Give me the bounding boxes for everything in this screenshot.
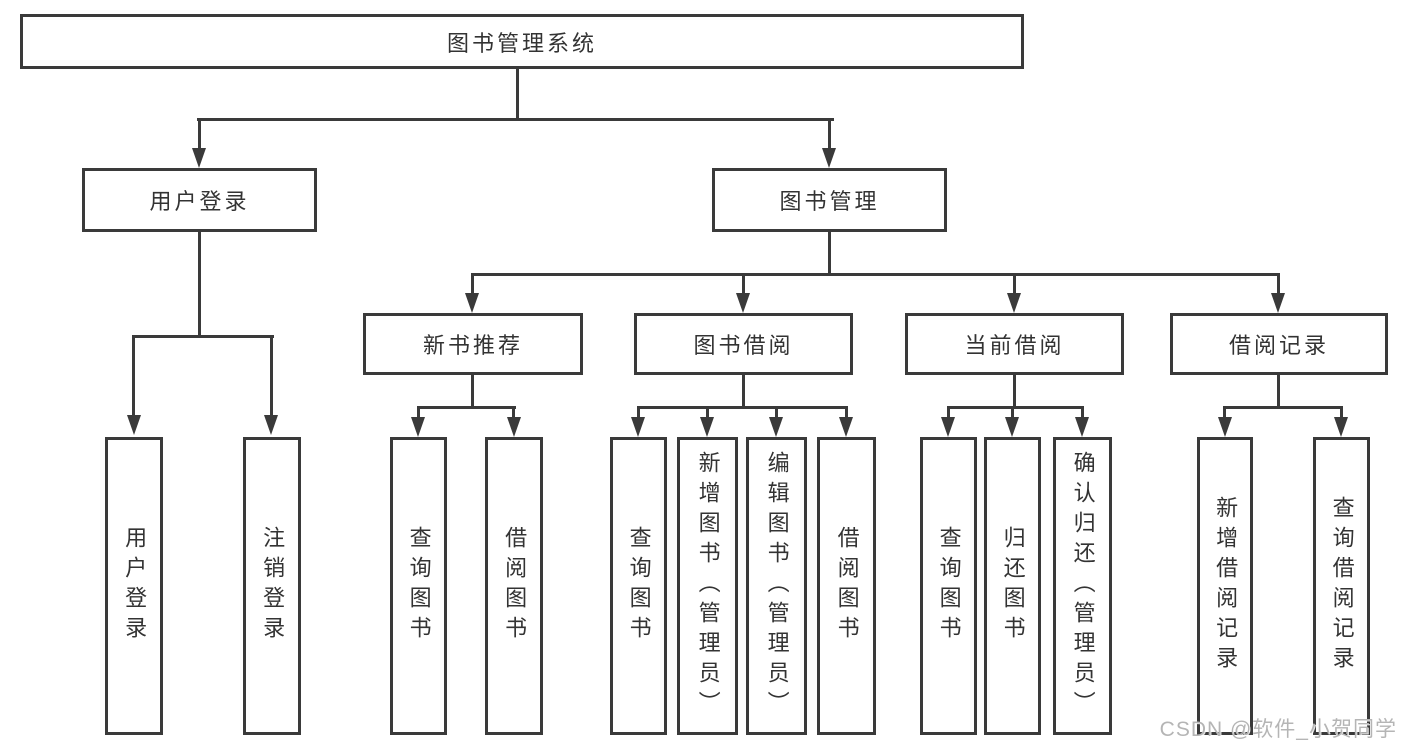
module-box-label: 新书推荐 bbox=[422, 333, 523, 358]
connector-vline bbox=[742, 375, 745, 409]
leaf-box-label: 借阅图书 bbox=[502, 526, 528, 646]
leaf-box-label: 借阅图书 bbox=[834, 526, 860, 646]
root-box-label: 图书管理系统 bbox=[446, 30, 597, 56]
connector-hline bbox=[132, 335, 274, 338]
leaf-box-label: 查询图书 bbox=[936, 526, 962, 646]
connector-hline bbox=[947, 406, 1084, 409]
arrow-down-icon bbox=[736, 293, 750, 313]
leaf-box-edit-book-admin: 编辑图书（管理员） bbox=[746, 437, 807, 735]
connector-vline bbox=[1277, 375, 1280, 409]
connector-vline bbox=[706, 406, 709, 419]
arrow-down-icon bbox=[1218, 417, 1232, 437]
leaf-box-label: 归还图书 bbox=[1000, 526, 1026, 646]
arrow-down-icon bbox=[1007, 293, 1021, 313]
arrow-down-icon bbox=[941, 417, 955, 437]
connector-vline bbox=[516, 69, 519, 121]
module-box-label: 图书借阅 bbox=[693, 333, 794, 358]
leaf-box-label: 编辑图书（管理员） bbox=[764, 451, 790, 721]
arrow-down-icon bbox=[127, 415, 141, 435]
module-box-current-borrow: 当前借阅 bbox=[905, 313, 1124, 375]
connector-vline bbox=[1011, 406, 1014, 419]
arrow-down-icon bbox=[1075, 417, 1089, 437]
module-box-book-borrow: 图书借阅 bbox=[634, 313, 853, 375]
connector-vline bbox=[947, 406, 950, 419]
arrow-down-icon bbox=[507, 417, 521, 437]
leaf-box-label: 查询图书 bbox=[626, 526, 652, 646]
arrow-down-icon bbox=[411, 417, 425, 437]
arrow-down-icon bbox=[264, 415, 278, 435]
root-box-system: 图书管理系统 bbox=[20, 14, 1024, 69]
arrow-down-icon bbox=[465, 293, 479, 313]
arrow-down-icon bbox=[700, 417, 714, 437]
leaf-box-borrow-books-recommend: 借阅图书 bbox=[485, 437, 543, 735]
connector-vline bbox=[198, 232, 201, 338]
leaf-box-logout: 注销登录 bbox=[243, 437, 301, 735]
leaf-box-add-book-admin: 新增图书（管理员） bbox=[677, 437, 738, 735]
connector-vline bbox=[132, 335, 135, 417]
leaf-box-label: 用户登录 bbox=[122, 526, 148, 646]
connector-vline bbox=[775, 406, 778, 419]
connector-vline bbox=[742, 273, 745, 295]
connector-hline bbox=[197, 118, 834, 121]
connector-hline bbox=[637, 406, 848, 409]
arrow-down-icon bbox=[839, 417, 853, 437]
leaf-box-label: 新增借阅记录 bbox=[1213, 496, 1239, 676]
connector-vline bbox=[270, 335, 273, 417]
leaf-box-label: 注销登录 bbox=[260, 526, 286, 646]
branch-box-book-management: 图书管理 bbox=[712, 168, 947, 232]
arrow-down-icon bbox=[192, 148, 206, 168]
arrow-down-icon bbox=[769, 417, 783, 437]
connector-hline bbox=[471, 273, 1280, 276]
connector-vline bbox=[637, 406, 640, 419]
connector-vline bbox=[1081, 406, 1084, 419]
connector-vline bbox=[471, 273, 474, 295]
watermark: CSDN @软件_小贺同学 bbox=[1159, 718, 1397, 741]
connector-vline bbox=[1223, 406, 1226, 419]
leaf-box-return-book: 归还图书 bbox=[984, 437, 1041, 735]
leaf-box-query-books-current: 查询图书 bbox=[920, 437, 977, 735]
arrow-down-icon bbox=[1271, 293, 1285, 313]
arrow-down-icon bbox=[1334, 417, 1348, 437]
module-box-borrow-records: 借阅记录 bbox=[1170, 313, 1388, 375]
leaf-box-confirm-return-admin: 确认归还（管理员） bbox=[1053, 437, 1112, 735]
connector-vline bbox=[417, 406, 420, 419]
branch-box-label: 用户登录 bbox=[149, 189, 250, 214]
leaf-box-label: 查询图书 bbox=[406, 526, 432, 646]
connector-vline bbox=[471, 375, 474, 409]
connector-hline bbox=[417, 406, 516, 409]
connector-vline bbox=[1013, 375, 1016, 409]
branch-box-user-login: 用户登录 bbox=[82, 168, 317, 232]
connector-vline bbox=[845, 406, 848, 419]
leaf-box-label: 查询借阅记录 bbox=[1329, 496, 1355, 676]
connector-hline bbox=[1223, 406, 1343, 409]
module-box-label: 借阅记录 bbox=[1228, 333, 1329, 358]
connector-vline bbox=[828, 118, 831, 151]
module-box-new-book-recommend: 新书推荐 bbox=[363, 313, 583, 375]
module-box-label: 当前借阅 bbox=[964, 333, 1065, 358]
leaf-box-query-borrow-record: 查询借阅记录 bbox=[1313, 437, 1370, 735]
leaf-box-user-login: 用户登录 bbox=[105, 437, 163, 735]
branch-box-label: 图书管理 bbox=[779, 189, 880, 214]
connector-vline bbox=[512, 406, 515, 419]
connector-vline bbox=[1013, 273, 1016, 295]
connector-vline bbox=[828, 232, 831, 276]
leaf-box-label: 新增图书（管理员） bbox=[695, 451, 721, 721]
connector-vline bbox=[198, 118, 201, 151]
arrow-down-icon bbox=[1005, 417, 1019, 437]
leaf-box-add-borrow-record: 新增借阅记录 bbox=[1197, 437, 1253, 735]
leaf-box-query-books-recommend: 查询图书 bbox=[390, 437, 447, 735]
leaf-box-query-books-borrow: 查询图书 bbox=[610, 437, 667, 735]
connector-vline bbox=[1340, 406, 1343, 419]
connector-vline bbox=[1277, 273, 1280, 295]
arrow-down-icon bbox=[631, 417, 645, 437]
leaf-box-borrow-books: 借阅图书 bbox=[817, 437, 876, 735]
leaf-box-label: 确认归还（管理员） bbox=[1070, 451, 1096, 721]
arrow-down-icon bbox=[822, 148, 836, 168]
